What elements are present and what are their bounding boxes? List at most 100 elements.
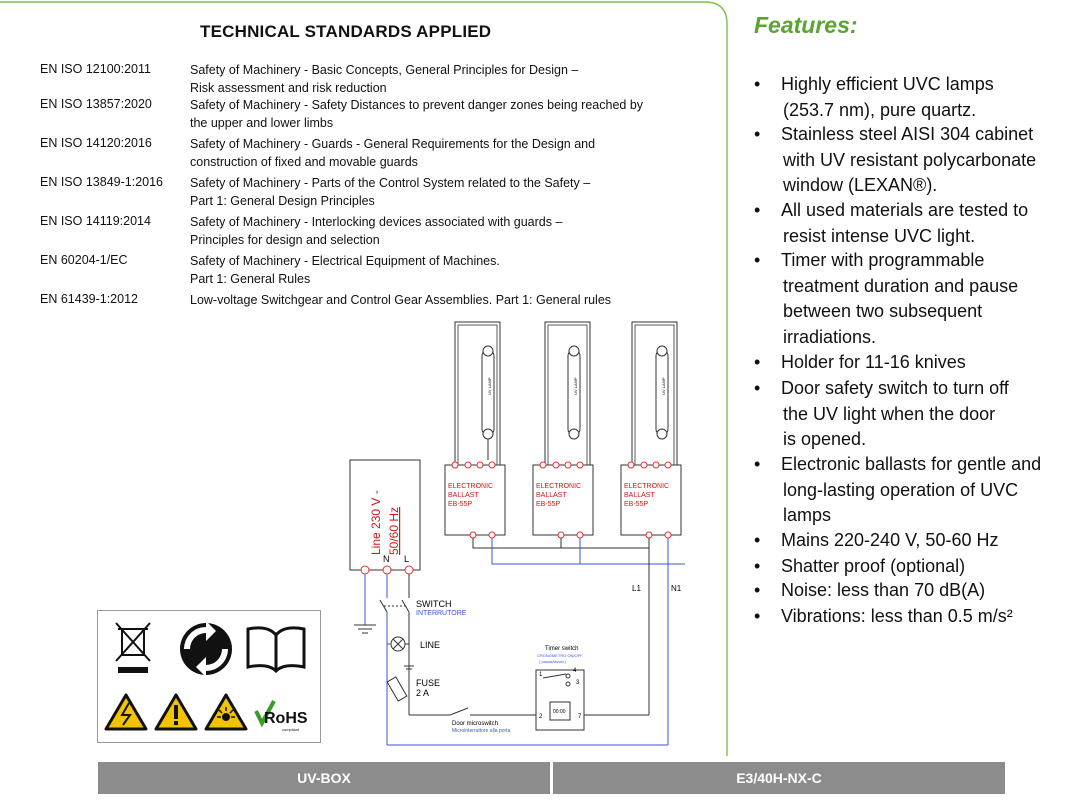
feature-text-line: Vibrations: less than 0.5 m/s² bbox=[781, 606, 1013, 626]
feature-bullet: • bbox=[754, 378, 761, 398]
feature-text-line: is opened. bbox=[783, 429, 867, 449]
standard-code: EN ISO 14119:2014 bbox=[40, 214, 151, 228]
feature-bullet: • bbox=[754, 454, 761, 474]
manual-book-icon bbox=[246, 626, 306, 674]
feature-text-line: All used materials are tested to bbox=[781, 200, 1029, 220]
door-microswitch-label: Door microswitch bbox=[452, 721, 498, 727]
ballast-label: ELECTRONIC bbox=[536, 483, 581, 490]
lamp-label: UV LAMP bbox=[661, 377, 666, 395]
standard-description: Safety of Machinery - Parts of the Contr… bbox=[190, 174, 710, 210]
feature-bullet: • bbox=[754, 124, 761, 144]
standard-desc-line: Safety of Machinery - Guards - General R… bbox=[190, 137, 596, 151]
standard-code: EN 60204-1/EC bbox=[40, 253, 128, 267]
feature-text-line: window (LEXAN®). bbox=[783, 175, 938, 195]
timer-pin: 4 bbox=[573, 668, 577, 674]
switch-label: SWITCH bbox=[416, 599, 452, 609]
switch-sublabel: INTERRUTORE bbox=[416, 610, 467, 617]
feature-bullet: • bbox=[754, 74, 761, 94]
feature-text-line: irradiations. bbox=[783, 326, 877, 347]
standard-code: EN ISO 13849-1:2016 bbox=[40, 175, 163, 189]
fuse-value: 2 A bbox=[416, 688, 429, 698]
timer-display: 00:00 bbox=[553, 709, 566, 715]
line-indicator-label: LINE bbox=[420, 640, 440, 650]
feature-text-line: Timer with programmable bbox=[781, 250, 985, 270]
feature-text-line: (253.7 nm), pure quartz. bbox=[783, 99, 977, 120]
radiation-warning-icon bbox=[204, 693, 248, 731]
feature-text-line: with UV resistant polycarbonate bbox=[783, 149, 1037, 170]
l1-label: L1 bbox=[632, 584, 641, 593]
standard-desc-line: Risk assessment and risk reduction bbox=[190, 81, 387, 95]
certification-symbols: RoHS compliant bbox=[97, 610, 321, 743]
lamp-label: UV LAMP bbox=[487, 377, 492, 395]
feature-bullet: • bbox=[754, 606, 761, 626]
ballast-label: EB-55P bbox=[448, 501, 472, 508]
feature-text-line: treatment duration and pause bbox=[783, 275, 1019, 296]
standard-code: EN 61439-1:2012 bbox=[40, 292, 138, 306]
feature-bullet: • bbox=[754, 250, 761, 270]
weee-bin-icon bbox=[115, 622, 151, 673]
feature-text-line: Stainless steel AISI 304 cabinet bbox=[781, 124, 1034, 144]
feature-text-line: Highly efficient UVC lamps bbox=[781, 74, 994, 94]
standard-description: Safety of Machinery - Electrical Equipme… bbox=[190, 252, 710, 288]
standard-desc-line: Safety of Machinery - Basic Concepts, Ge… bbox=[190, 63, 579, 77]
line-indicator: LINE bbox=[387, 636, 440, 670]
standard-desc-line: Low-voltage Switchgear and Control Gear … bbox=[190, 293, 612, 307]
feature-bullet: • bbox=[754, 556, 761, 576]
terminal-l-label: L bbox=[404, 554, 409, 564]
ballast-label: EB-55P bbox=[536, 501, 560, 508]
feature-bullet: • bbox=[754, 352, 761, 372]
rohs-subtext: compliant bbox=[282, 727, 300, 732]
standards-title: TECHNICAL STANDARDS APPLIED bbox=[200, 22, 492, 41]
standard-desc-line: the upper and lower limbs bbox=[190, 116, 334, 130]
electrical-hazard-icon bbox=[104, 693, 148, 731]
feature-text-line: between two subsequent bbox=[783, 301, 983, 321]
standard-code: EN ISO 12100:2011 bbox=[40, 62, 151, 76]
lamp-label: UV LAMP bbox=[573, 377, 578, 395]
standard-code: EN ISO 13857:2020 bbox=[40, 97, 152, 111]
feature-bullet: • bbox=[754, 580, 761, 600]
feature-text-line: lamps bbox=[783, 505, 832, 525]
ballast-label: BALLAST bbox=[536, 492, 567, 499]
wiring-diagram: UV LAMP UV LAMP UV LAMP ELECTRONIC BALLA… bbox=[349, 321, 685, 746]
uv-lamp-1: UV LAMP bbox=[454, 321, 501, 473]
timer-subtitle: CRONOMETRO ON/OFF bbox=[537, 653, 583, 658]
wire-bus bbox=[472, 538, 685, 745]
standard-desc-line: Part 1: General Rules bbox=[190, 272, 311, 286]
green-dot-icon bbox=[180, 621, 232, 677]
ballast-3: ELECTRONIC BALLAST EB-55P bbox=[620, 461, 682, 539]
feature-text-line: resist intense UVC light. bbox=[783, 225, 976, 246]
fuse-label: FUSE bbox=[416, 678, 440, 688]
timer-pin: 1 bbox=[539, 672, 543, 678]
rohs-text: RoHS bbox=[264, 710, 308, 727]
general-warning-icon bbox=[154, 693, 198, 731]
features-title: Features: bbox=[754, 12, 858, 38]
line-frequency-label: 50/60 Hz bbox=[387, 507, 401, 555]
ballast-label: BALLAST bbox=[624, 492, 655, 499]
feature-text-line: Electronic ballasts for gentle and bbox=[781, 454, 1042, 474]
footer-product-code: E3/40H-NX-C bbox=[553, 762, 1005, 794]
feature-text-line: Holder for 11-16 knives bbox=[781, 352, 966, 372]
standard-desc-line: Safety of Machinery - Parts of the Contr… bbox=[190, 176, 591, 190]
feature-text-line: Door safety switch to turn off bbox=[781, 378, 1009, 398]
standard-description: Safety of Machinery - Safety Distances t… bbox=[190, 96, 710, 132]
rohs-icon: RoHS compliant bbox=[254, 700, 308, 732]
timer-subtitle: ( pausa/lavoro) bbox=[539, 659, 566, 664]
door-microswitch-sublabel: Microinterruttore alla porta bbox=[452, 728, 511, 734]
standard-code: EN ISO 14120:2016 bbox=[40, 136, 152, 150]
standard-description: Safety of Machinery - Interlocking devic… bbox=[190, 213, 710, 249]
ballast-1: ELECTRONIC BALLAST EB-55P bbox=[444, 461, 506, 539]
standard-description: Low-voltage Switchgear and Control Gear … bbox=[190, 291, 710, 309]
ballast-label: ELECTRONIC bbox=[448, 483, 493, 490]
fuse: FUSE 2 A bbox=[386, 676, 440, 702]
uv-lamp-3: UV LAMP bbox=[631, 321, 678, 473]
mains-box: Line 230 V - 50/60 Hz N L bbox=[349, 459, 421, 575]
ground-symbol bbox=[354, 574, 376, 634]
timer-switch: Timer switch CRONOMETRO ON/OFF ( pausa/l… bbox=[535, 646, 649, 731]
standard-desc-line: Principles for design and selection bbox=[190, 233, 380, 247]
standard-desc-line: Part 1: General Design Principles bbox=[190, 194, 375, 208]
ballast-2: ELECTRONIC BALLAST EB-55P bbox=[532, 461, 594, 539]
feature-text-line: Noise: less than 70 dB(A) bbox=[781, 580, 986, 600]
ballast-label: BALLAST bbox=[448, 492, 479, 499]
feature-bullet: • bbox=[754, 200, 761, 220]
standard-desc-line: Safety of Machinery - Electrical Equipme… bbox=[190, 254, 500, 268]
